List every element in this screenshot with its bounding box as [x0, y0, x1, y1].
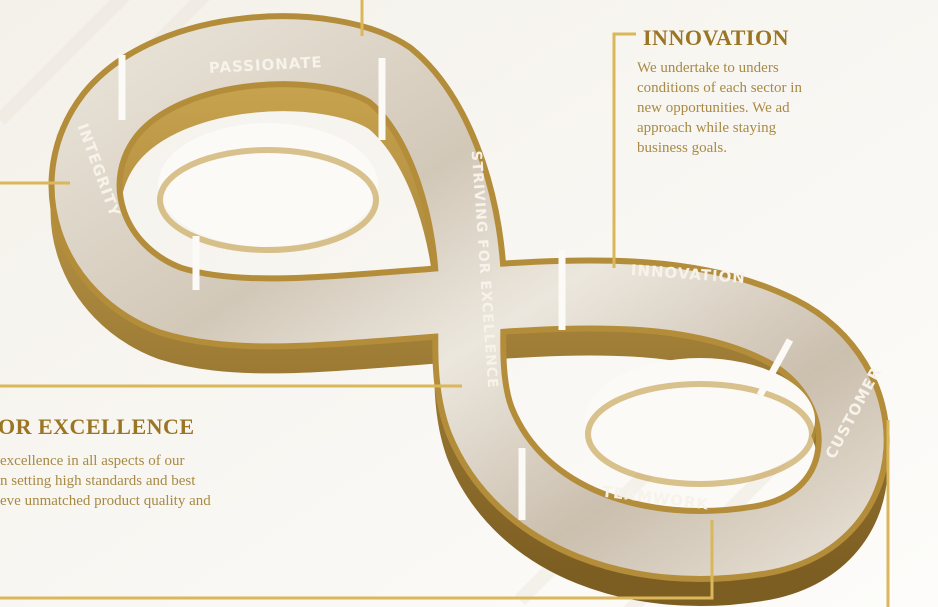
- excellence-heading: OR EXCELLENCE: [0, 414, 195, 439]
- right-loop-hole: [585, 358, 815, 482]
- leader-lines: [0, 0, 890, 607]
- excellence-line: excellence in all aspects of our: [0, 453, 185, 469]
- innovation-line: We undertake to unders: [637, 60, 779, 76]
- leader-innovation: [612, 32, 636, 268]
- segment-gaps: [118, 55, 794, 520]
- innovation-line: approach while staying: [637, 120, 777, 136]
- left-loop-hole: [158, 123, 378, 247]
- infinity-band-top: [48, 13, 890, 582]
- innovation-line: new opportunities. We ad: [637, 100, 790, 116]
- innovation-description: We undertake to unders conditions of eac…: [637, 58, 938, 158]
- innovation-line: conditions of each sector in: [637, 80, 802, 96]
- segment-label-passionate: PASSIONATE: [208, 53, 323, 77]
- innovation-heading: INNOVATION: [643, 25, 789, 50]
- leader-teamwork: [0, 520, 714, 600]
- innovation-line: business goals.: [637, 140, 727, 156]
- excellence-description: excellence in all aspects of our n setti…: [0, 451, 380, 511]
- excellence-line: n setting high standards and best: [0, 473, 196, 489]
- excellence-line: eve unmatched product quality and: [0, 493, 211, 509]
